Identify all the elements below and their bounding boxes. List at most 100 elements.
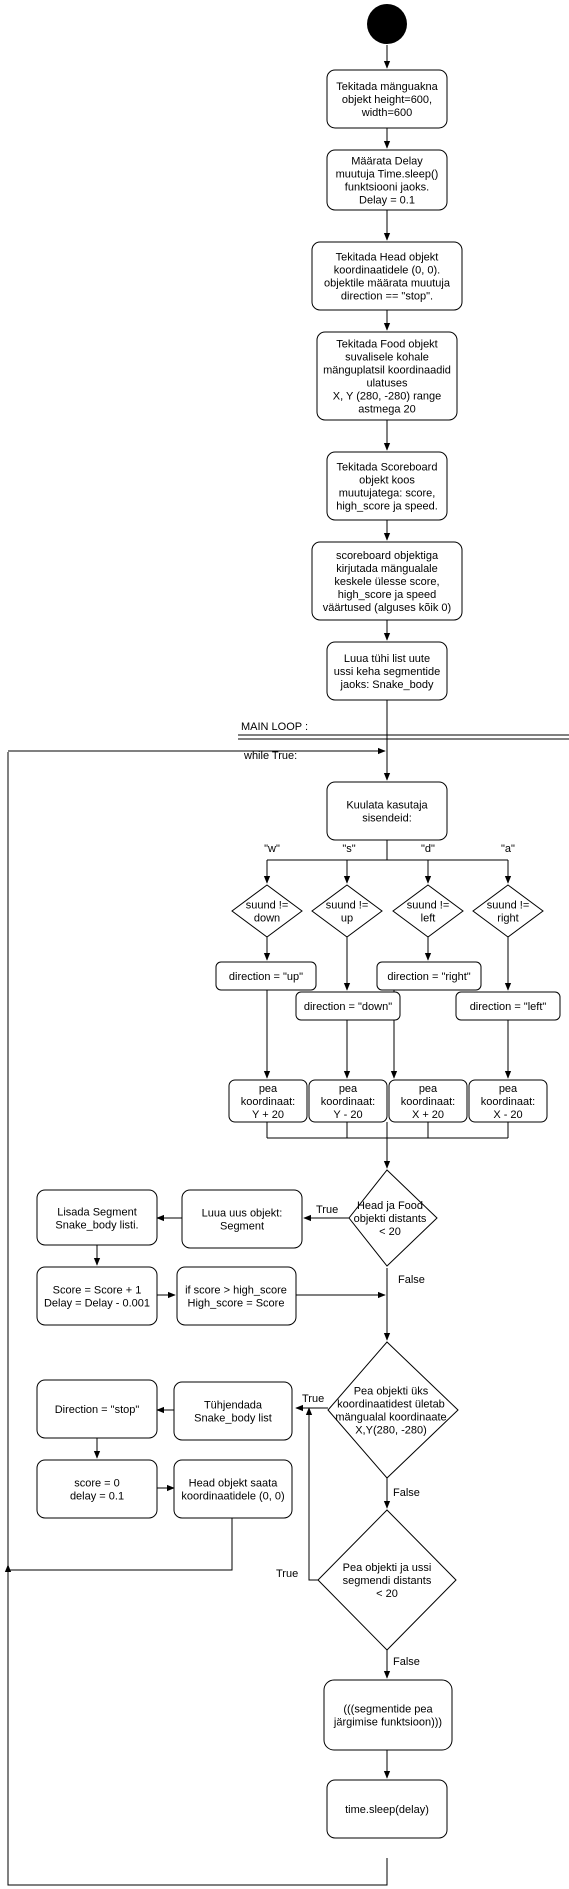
label-line: objektile määrata muutuja	[324, 278, 451, 290]
label-line: jaoks: Snake_body	[340, 679, 434, 691]
self-collision-diamond	[317, 1509, 457, 1651]
label-line: Tekitada Scoreboard	[337, 462, 438, 474]
key-label-s: "s"	[342, 843, 355, 855]
dir-not-left-diamond	[392, 884, 464, 938]
label-line: objekt height=600,	[342, 94, 432, 106]
sleep-text: time.sleep(delay)	[345, 1804, 429, 1816]
high-score-box	[176, 1266, 297, 1326]
edge-loop-back	[7, 752, 388, 1886]
create-scoreboard-box	[326, 451, 448, 521]
listen-input-box	[326, 781, 448, 841]
self-true-label: True	[276, 1568, 298, 1580]
dir-not-right-diamond	[472, 884, 544, 938]
label-line: koordinaat:	[481, 1096, 535, 1108]
label-line: koordinaat:	[401, 1096, 455, 1108]
start-node	[367, 4, 407, 44]
label-line: right	[497, 913, 518, 925]
label-line: järgimise funktsioon)))	[333, 1717, 442, 1729]
label-line: suund !=	[407, 900, 450, 912]
set-delay-box	[326, 149, 448, 211]
clear-list-box	[173, 1381, 293, 1441]
label-line: Määrata Delay	[351, 156, 423, 168]
head-y-plus-box	[228, 1079, 308, 1123]
label-line: keskele ülesse score,	[334, 576, 439, 588]
label-line: Segment	[220, 1221, 264, 1233]
label-line: Y + 20	[252, 1109, 284, 1121]
new-segment-box	[181, 1189, 303, 1249]
label-line: scoreboard objektiga	[336, 550, 439, 562]
dir-not-right-text: suund !=right	[487, 900, 530, 925]
label-line: X,Y(280, -280)	[355, 1425, 427, 1437]
label-line: suvalisele kohale	[345, 352, 429, 364]
label-line: pea	[419, 1083, 438, 1095]
update-score-box	[36, 1266, 158, 1326]
label-line: Snake_body list	[194, 1413, 272, 1425]
border-false-label: False	[393, 1487, 420, 1499]
edge-self-true	[305, 1407, 318, 1581]
new-segment-text: Luua uus objekt:Segment	[202, 1208, 283, 1233]
label-line: X, Y (280, -280) range	[333, 391, 441, 403]
label-line: delay = 0.1	[70, 1491, 124, 1503]
label-line: pea	[499, 1083, 518, 1095]
create-head-box	[311, 241, 463, 311]
main-loop-label: MAIN LOOP :	[241, 721, 308, 733]
set-left-text: direction = "left"	[470, 1001, 547, 1013]
label-line: Tekitada mänguakna	[336, 81, 438, 93]
sleep-box	[326, 1779, 448, 1839]
label-line: if score > high_score	[185, 1285, 287, 1297]
label-line: Snake_body listi.	[55, 1220, 138, 1232]
label-line: X - 20	[493, 1109, 522, 1121]
label-line: < 20	[376, 1588, 398, 1600]
food-true-label: True	[316, 1204, 338, 1216]
label-line: direction = "up"	[229, 971, 303, 983]
set-down-box	[295, 991, 401, 1021]
label-line: Score = Score + 1	[53, 1285, 142, 1297]
label-line: width=600	[361, 107, 412, 119]
head-x-plus-box	[388, 1079, 468, 1123]
label-line: up	[341, 913, 353, 925]
label-line: koordinaat:	[321, 1096, 375, 1108]
reset-score-box	[36, 1459, 158, 1519]
label-line: Head objekt saata	[189, 1478, 279, 1490]
set-up-box	[215, 961, 317, 991]
label-line: koordinaat:	[241, 1096, 295, 1108]
create-food-box	[316, 331, 458, 421]
edge-reset-return	[8, 1518, 233, 1571]
label-line: objekti distants	[354, 1213, 427, 1225]
label-line: Kuulata kasutaja	[346, 800, 428, 812]
head-x-minus-box	[468, 1079, 548, 1123]
label-line: Tühjendada	[204, 1400, 263, 1412]
label-line: koordinaatidele (0, 0).	[334, 265, 440, 277]
label-line: time.sleep(delay)	[345, 1804, 429, 1816]
label-line: high_score ja speed	[338, 589, 436, 601]
edges	[4, 45, 569, 1886]
while-true-label: while True:	[243, 750, 297, 762]
label-line: väärtused (alguses kõik 0)	[323, 602, 451, 614]
label-line: Head ja Food	[357, 1200, 423, 1212]
head-y-minus-box	[308, 1079, 388, 1123]
set-left-box	[455, 991, 561, 1021]
label-line: mängualal koordinaate	[335, 1412, 446, 1424]
label-line: Tekitada Head objekt	[336, 252, 439, 264]
dir-not-left-text: suund !=left	[407, 900, 450, 925]
label-line: high_score ja speed.	[336, 501, 438, 513]
label-line: ussi keha segmentide	[334, 666, 440, 678]
label-line: < 20	[379, 1226, 401, 1238]
label-line: suund !=	[487, 900, 530, 912]
label-line: funktsiooni jaoks.	[345, 182, 429, 194]
label-line: score = 0	[74, 1478, 120, 1490]
